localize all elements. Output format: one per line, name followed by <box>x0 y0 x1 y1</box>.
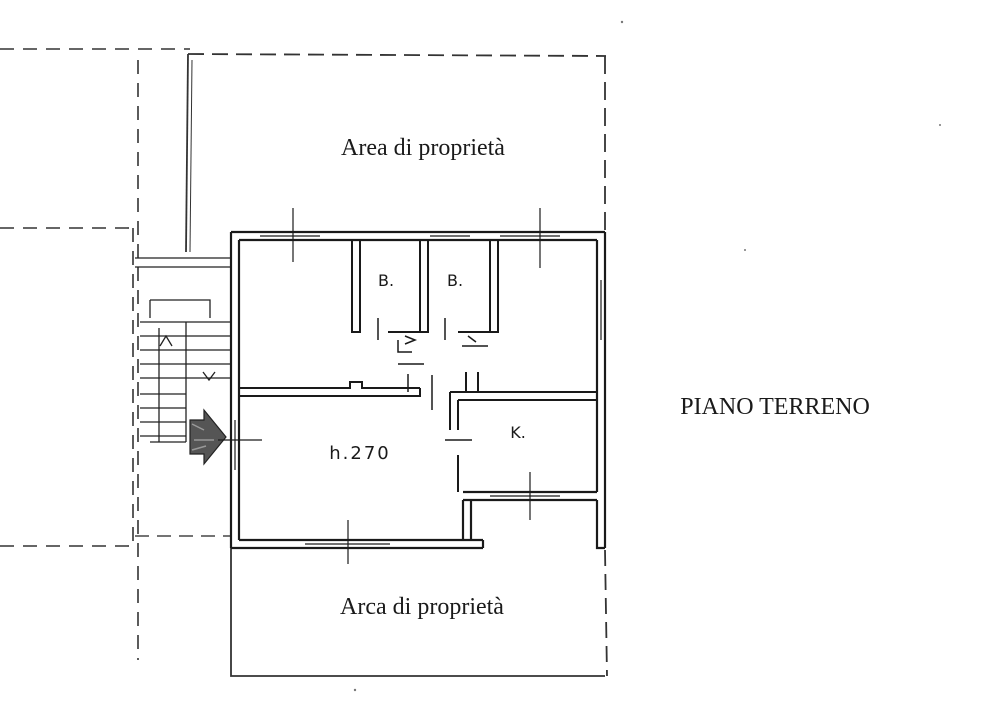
interior-walls <box>239 240 597 492</box>
kitchen-label: K. <box>510 423 526 442</box>
ceiling-height-label: h.270 <box>329 443 391 464</box>
bottom-area-label: Arca di proprietà <box>340 594 504 620</box>
top-property-boundary <box>185 53 607 253</box>
bottom-property-boundary <box>230 548 608 677</box>
bathroom-2-label: B. <box>447 271 463 290</box>
entrance-arrow-icon <box>189 408 227 466</box>
axis-ticks <box>218 208 541 564</box>
neighbour-boundary-lines <box>0 48 190 660</box>
top-area-label: Area di proprietà <box>341 135 505 161</box>
door-marks <box>377 318 488 441</box>
staircase <box>135 257 232 537</box>
windows <box>234 235 602 545</box>
scan-specks <box>353 20 941 692</box>
exterior-walls <box>229 230 607 550</box>
bathroom-1-label: B. <box>378 271 394 290</box>
floor-title: PIANO TERRENO <box>680 394 870 420</box>
